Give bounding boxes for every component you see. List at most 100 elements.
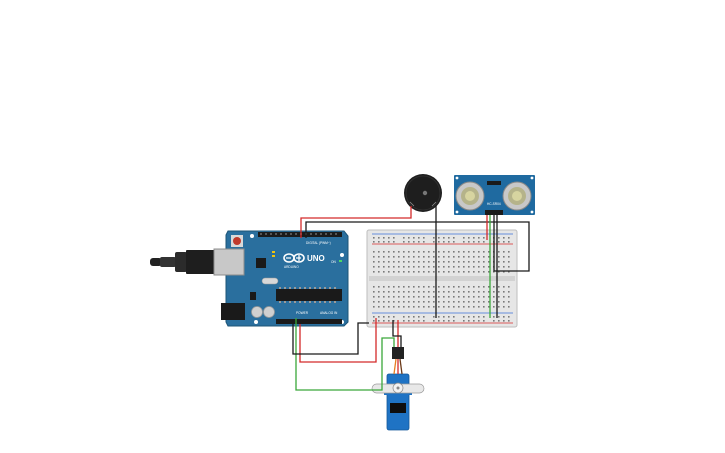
breadboard-hole [433,320,435,322]
breadboard-hole [493,301,495,303]
breadboard-hole [498,286,500,288]
breadboard-hole [468,261,470,263]
breadboard-hole [483,237,485,239]
breadboard-hole [478,316,480,318]
breadboard-hole [413,320,415,322]
piezo-buzzer[interactable] [404,174,442,212]
breadboard-hole [448,271,450,273]
breadboard-hole [413,237,415,239]
crystal [261,277,279,285]
breadboard-hole [403,306,405,308]
servo-motor[interactable] [371,347,425,431]
breadboard-hole [383,316,385,318]
breadboard-hole [498,256,500,258]
breadboard-hole [508,301,510,303]
breadboard-hole [398,251,400,253]
breadboard-hole [403,266,405,268]
breadboard-hole [493,296,495,298]
breadboard-hole [408,306,410,308]
breadboard-hole [443,237,445,239]
breadboard-hole [398,261,400,263]
breadboard-hole [418,320,420,322]
arduino-logo [283,253,305,263]
breadboard-hole [443,301,445,303]
breadboard-hole [483,316,485,318]
breadboard-hole [428,261,430,263]
breadboard-hole [423,237,425,239]
breadboard-hole [413,316,415,318]
breadboard-hole [498,306,500,308]
breadboard-hole [393,261,395,263]
breadboard-hole [473,301,475,303]
breadboard-hole [488,291,490,293]
breadboard-hole [458,291,460,293]
breadboard-hole [383,296,385,298]
breadboard-hole [498,261,500,263]
breadboard-hole [393,316,395,318]
breadboard-hole [433,266,435,268]
breadboard-hole [408,237,410,239]
breadboard-hole [433,316,435,318]
breadboard-hole [508,316,510,318]
breadboard-hole [443,306,445,308]
breadboard-hole [503,266,505,268]
breadboard-hole [488,286,490,288]
breadboard-hole [418,256,420,258]
breadboard-hole [388,266,390,268]
breadboard-hole [443,266,445,268]
icsp-header [250,292,256,300]
breadboard-hole [423,266,425,268]
breadboard-hole [458,271,460,273]
breadboard-hole [448,286,450,288]
breadboard-hole [463,256,465,258]
breadboard-hole [473,291,475,293]
breadboard-hole [423,261,425,263]
power-analog-header [276,319,342,324]
breadboard-hole [388,286,390,288]
ultrasonic-sensor[interactable]: HC-SR04 [454,175,535,215]
breadboard-hole [373,261,375,263]
ultrasonic-transducer-right [502,181,532,211]
breadboard-hole [408,261,410,263]
breadboard-hole [413,271,415,273]
breadboard-hole [448,301,450,303]
breadboard-hole [478,251,480,253]
breadboard-hole [498,241,500,243]
breadboard-hole [478,261,480,263]
sensor-model-label: HC-SR04 [487,202,501,206]
breadboard-hole [388,237,390,239]
breadboard-hole [438,320,440,322]
breadboard-hole [438,301,440,303]
breadboard-hole [458,261,460,263]
breadboard-hole [378,286,380,288]
tx-led [272,251,275,253]
breadboard-hole [423,291,425,293]
breadboard-hole [463,316,465,318]
wire-servo-green [295,318,395,391]
breadboard-hole [393,271,395,273]
breadboard-hole [418,241,420,243]
breadboard-holes[interactable] [373,237,510,322]
breadboard-hole [438,251,440,253]
breadboard-hole [498,301,500,303]
breadboard-hole [478,291,480,293]
breadboard-hole [378,241,380,243]
breadboard-hole [433,237,435,239]
breadboard-hole [408,296,410,298]
breadboard-hole [383,237,385,239]
breadboard-hole [463,261,465,263]
arduino-uno-board[interactable]: UNO ARDUINO DIGITAL (PWM~) POWER ANALOG … [213,230,349,327]
breadboard-hole [433,296,435,298]
breadboard-hole [503,241,505,243]
breadboard-hole [453,320,455,322]
usb-cable[interactable] [150,250,216,274]
breadboard-hole [393,291,395,293]
breadboard-hole [423,320,425,322]
breadboard-hole [468,291,470,293]
breadboard-hole [418,291,420,293]
breadboard-hole [403,271,405,273]
breadboard-hole [508,306,510,308]
breadboard-hole [443,320,445,322]
breadboard-hole [493,291,495,293]
breadboard-hole [508,241,510,243]
